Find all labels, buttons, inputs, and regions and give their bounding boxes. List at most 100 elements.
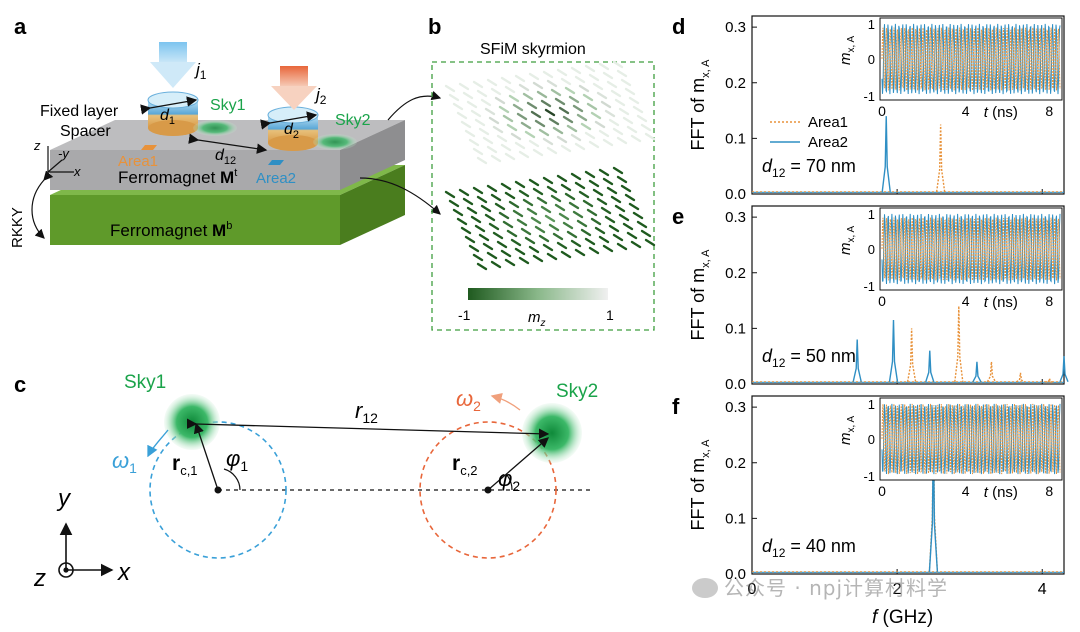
spin-arrow [526, 101, 538, 110]
sky1-label: Sky1 [210, 97, 246, 114]
panel-label-d: d [672, 14, 685, 39]
spin-arrow [552, 126, 564, 135]
spin-arrow [448, 199, 460, 208]
spin-arrow [522, 198, 534, 207]
inset-trace-area2 [881, 403, 1061, 475]
spin-arrow [608, 118, 620, 127]
spin-arrow [600, 100, 612, 109]
spin-arrow [636, 114, 648, 123]
inset-x-tick: 0 [878, 483, 886, 499]
separation-annotation: d12 = 50 nm [762, 346, 856, 370]
axis-x-c: x [117, 559, 131, 586]
spin-arrow [598, 235, 610, 244]
omega2-label: ω2 [456, 386, 481, 414]
current-arrow-1 [150, 42, 196, 88]
omega1-arrow [147, 429, 169, 458]
rc2-label: rc,2 [452, 452, 478, 478]
spin-arrow [528, 139, 540, 148]
spin-arrow [624, 193, 636, 202]
spin-arrow [530, 110, 542, 119]
spin-arrow [532, 148, 544, 157]
sky1-disc [164, 394, 220, 450]
spin-arrow [494, 202, 506, 211]
spin-arrow [478, 127, 490, 136]
spin-arrow [556, 174, 568, 183]
omega2-arrow [490, 392, 521, 411]
spin-arrow [458, 188, 470, 197]
spin-arrow [612, 127, 624, 136]
spin-arrow [586, 102, 598, 111]
spin-arrow [510, 238, 522, 247]
panel-a: a j1 j [9, 14, 442, 248]
spin-arrow [600, 206, 612, 215]
inset-x-title: t (ns) [984, 104, 1018, 121]
spin-texture-top [444, 60, 656, 165]
spin-arrow [644, 238, 656, 247]
spin-arrow [528, 245, 540, 254]
spin-arrow [518, 150, 530, 159]
spin-arrow [562, 221, 574, 230]
spin-arrow [540, 99, 552, 108]
panel-label-b: b [428, 14, 441, 39]
spin-arrow [564, 86, 576, 95]
spin-arrow [526, 207, 538, 216]
inset-trace-area1 [881, 403, 1061, 475]
spin-arrow [512, 103, 524, 112]
spin-arrow [444, 190, 456, 199]
watermark: 公众号 · npj计算材料学 [692, 572, 948, 601]
pillar-1 [147, 91, 199, 136]
rc2-arrow [487, 437, 549, 491]
spin-arrow [472, 253, 484, 262]
spin-arrow [626, 125, 638, 134]
spin-arrow [500, 143, 512, 152]
spin-arrow [612, 166, 624, 175]
legend-label: Area1 [808, 114, 848, 131]
spin-arrow [628, 96, 640, 105]
inset-x-tick: 0 [878, 103, 886, 119]
panel-label-e: e [672, 204, 684, 229]
spin-arrow [504, 152, 516, 161]
spin-arrow [550, 88, 562, 97]
spin-arrow [460, 226, 472, 235]
spin-arrow [574, 75, 586, 84]
center-1 [214, 486, 222, 494]
spin-arrow [598, 129, 610, 138]
r12-label: r12 [355, 398, 378, 426]
spin-arrow [584, 131, 596, 140]
inset-trace-area1 [881, 27, 1061, 91]
inset-x-title: t (ns) [984, 484, 1018, 501]
spin-arrow [558, 106, 570, 115]
spin-arrow [452, 102, 464, 111]
spin-arrow [514, 180, 526, 189]
spin-arrow [558, 212, 570, 221]
spin-arrow [462, 91, 474, 100]
spin-arrow [614, 204, 626, 213]
inset-y-tick: -1 [863, 89, 875, 104]
spin-arrow [564, 192, 576, 201]
spin-arrow [534, 225, 546, 234]
spin-arrow [544, 108, 556, 117]
area2-label: Area2 [256, 170, 296, 187]
omega1-label: ω1 [112, 448, 137, 476]
plot-frame [751, 395, 1065, 575]
spin-arrow [624, 87, 636, 96]
inset-x-title: t (ns) [984, 294, 1018, 311]
spin-arrow [602, 138, 614, 147]
spectral-peak [852, 339, 862, 382]
spin-arrow [574, 142, 586, 151]
area1-marker [141, 145, 157, 150]
spin-arrow [458, 82, 470, 91]
spin-arrow [488, 116, 500, 125]
inset-y-tick: 1 [868, 207, 875, 222]
plot-frame [751, 205, 1065, 385]
inset-x-tick: 8 [1045, 483, 1053, 499]
axis-y-a: -y [58, 146, 70, 161]
spin-arrow [632, 211, 644, 220]
spin-arrow [502, 220, 514, 229]
separation-annotation: d12 = 70 nm [762, 156, 856, 180]
axis-z-c: z [33, 565, 46, 592]
d12-arrow [188, 133, 268, 154]
spin-arrow [498, 105, 510, 114]
spin-arrow [570, 66, 582, 75]
rkky-arrow [31, 170, 54, 239]
